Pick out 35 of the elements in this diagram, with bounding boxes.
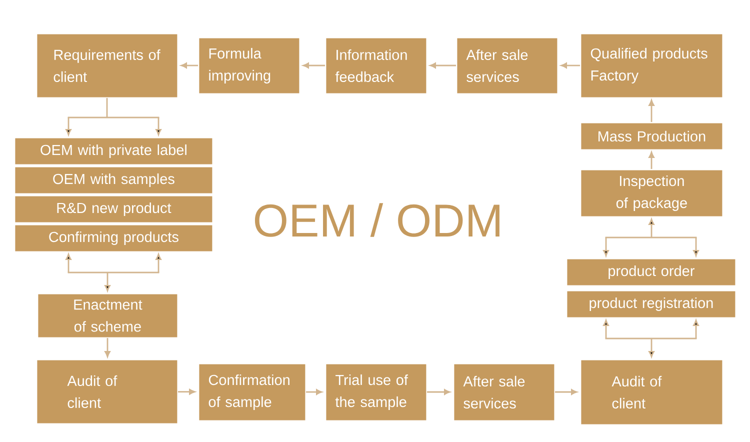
- arrow: [603, 320, 699, 358]
- process-box: After sale services: [457, 38, 558, 94]
- arrow: [178, 388, 196, 395]
- process-box: Requirements of client: [37, 34, 178, 98]
- arrow: [555, 389, 578, 395]
- arrow: [560, 62, 580, 68]
- arrow: [648, 100, 654, 122]
- process-box: Inspection of package: [581, 170, 722, 216]
- arrow: [66, 254, 162, 292]
- arrow: [180, 62, 198, 68]
- arrow: [302, 62, 325, 68]
- process-box: Qualified products Factory: [581, 34, 722, 98]
- arrow: [306, 389, 322, 395]
- process-box: product registration: [567, 291, 736, 318]
- arrow: [104, 338, 110, 358]
- process-box: OEM with samples: [15, 167, 212, 194]
- process-box: Mass Production: [581, 123, 722, 150]
- process-box: Audit of client: [581, 360, 722, 424]
- process-box: OEM with private label: [15, 138, 212, 164]
- process-box: Trial use of the sample: [326, 364, 426, 420]
- process-box: R&D new product: [15, 196, 212, 222]
- arrow: [603, 218, 699, 256]
- process-box: Formula improving: [199, 38, 300, 94]
- process-box: After sale services: [454, 364, 554, 420]
- process-box: product order: [567, 259, 736, 286]
- title: OEM / ODM: [254, 203, 500, 237]
- process-box: Information feedback: [326, 38, 426, 94]
- process-box: Enactment of scheme: [38, 294, 178, 338]
- arrow: [427, 389, 450, 395]
- arrow: [648, 152, 654, 169]
- process-box: Audit of client: [37, 360, 178, 424]
- arrow: [66, 98, 162, 136]
- arrow: [430, 62, 456, 68]
- process-box: Confirming products: [15, 225, 212, 252]
- process-box: Confirmation of sample: [199, 364, 306, 420]
